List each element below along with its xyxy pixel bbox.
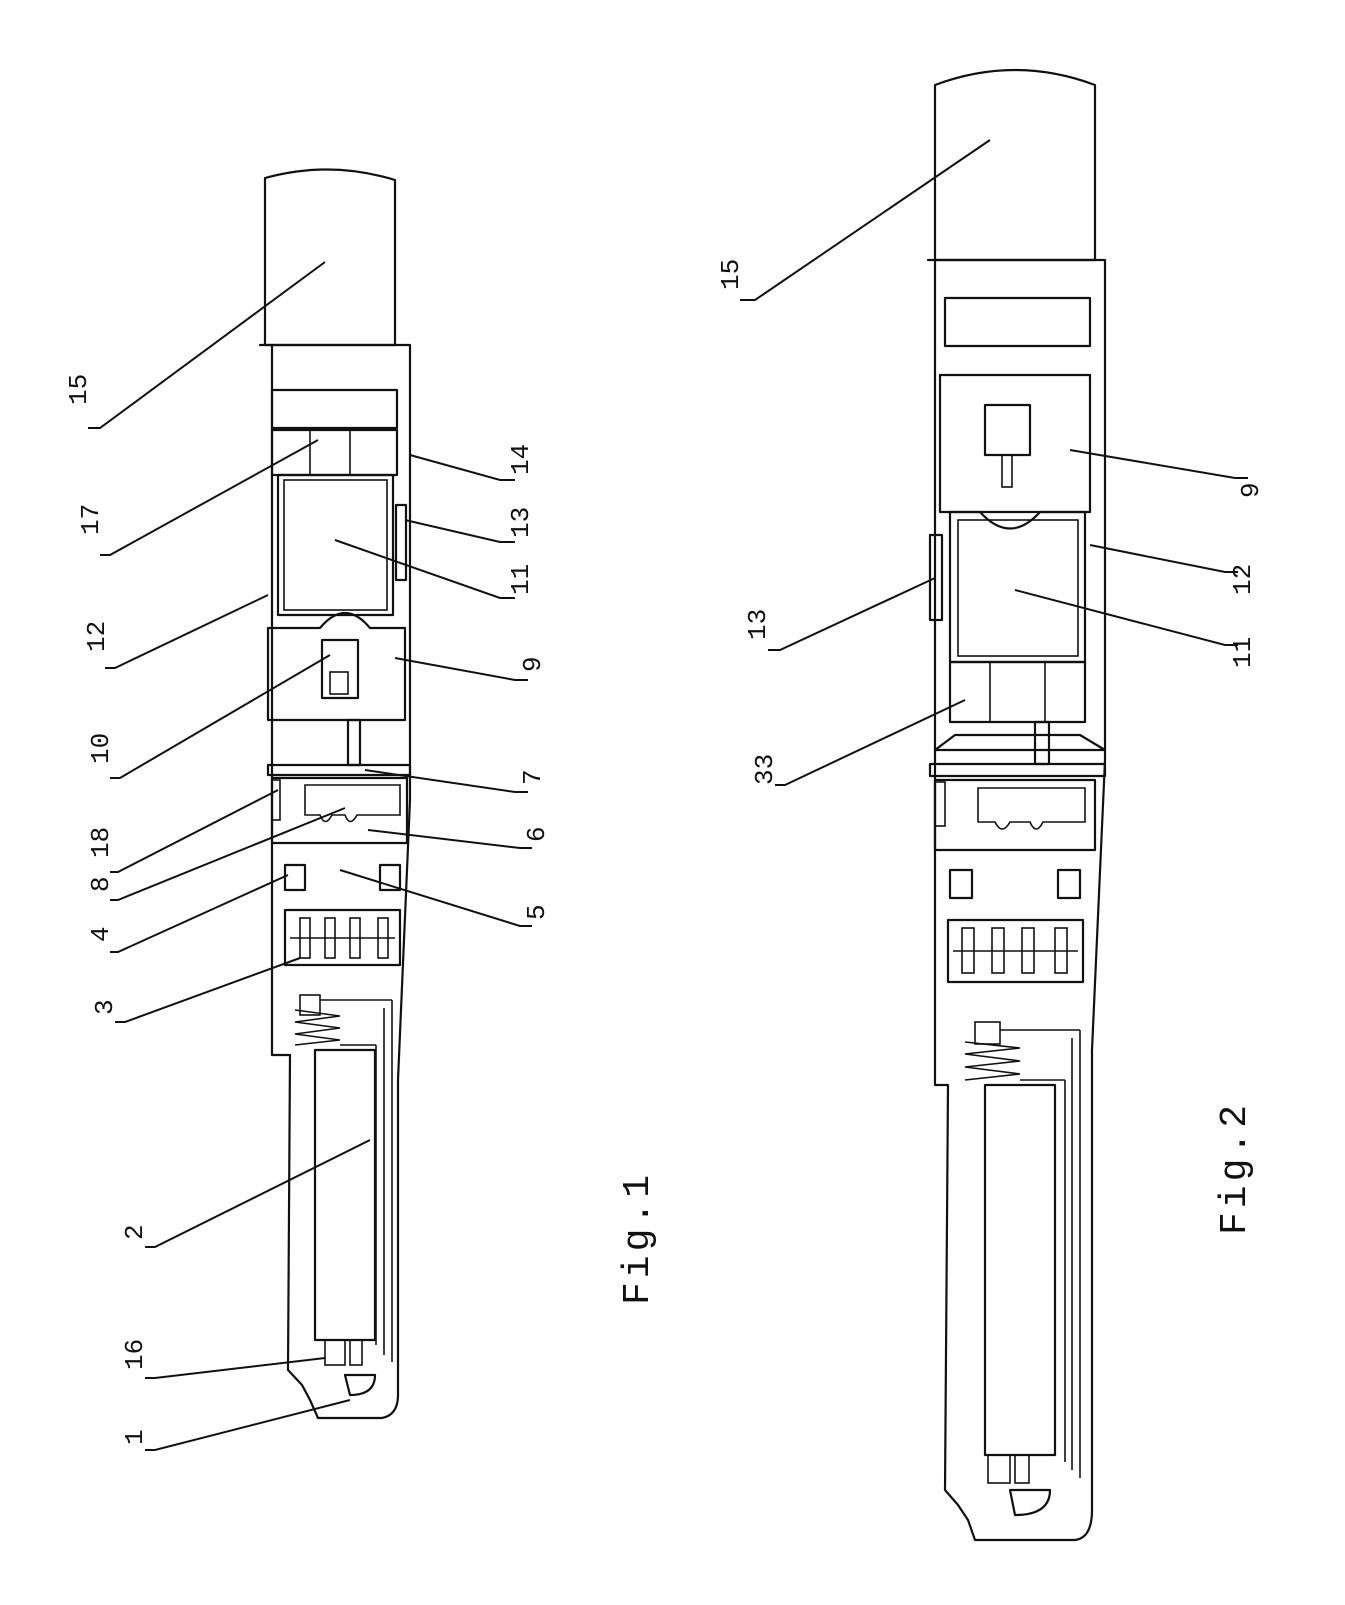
label-13: 13	[743, 609, 773, 640]
fig2-part-13	[928, 533, 944, 622]
figure-2-device	[926, 68, 1107, 1542]
fig2-caption: Fig.2	[1214, 1101, 1257, 1235]
label-14: 14	[506, 444, 536, 475]
fig1-handle	[263, 168, 397, 347]
label-4: 4	[86, 926, 116, 942]
label-12: 12	[82, 621, 112, 652]
fig1-part-7	[346, 718, 362, 767]
label-11: 11	[1228, 637, 1258, 668]
fig1-part-10	[320, 638, 360, 700]
figure-2-leaders	[740, 139, 1248, 786]
label-10: 10	[86, 733, 116, 764]
fig2-part-11	[948, 510, 1087, 664]
fig2-part-9-cap	[983, 403, 1032, 457]
fig1-part-11	[276, 473, 395, 617]
label-11: 11	[506, 564, 536, 595]
fig1-part-1	[343, 1373, 377, 1397]
fig2-gearbox	[948, 660, 1087, 724]
fig1-part-2	[313, 1048, 377, 1342]
label-6: 6	[522, 826, 552, 842]
fig2-plate	[928, 762, 1107, 778]
fig1-part-17	[270, 428, 399, 477]
label-7: 7	[518, 769, 548, 785]
label-1: 1	[120, 1429, 150, 1445]
fig2-square-right	[1056, 868, 1082, 900]
figure-1-labels: 15 17 14 13 11 12 9 10 7 6 18 8 5 4 3 2 …	[64, 374, 552, 1445]
fig2-square-left	[948, 868, 974, 900]
fig1-spring	[294, 1009, 341, 1046]
label-33: 33	[750, 754, 780, 785]
label-2: 2	[120, 1224, 150, 1240]
label-9: 9	[1236, 482, 1266, 498]
label-17: 17	[76, 504, 106, 535]
fig2-battery	[983, 1083, 1057, 1457]
label-15: 15	[716, 259, 746, 290]
fig1-caption: Fig.1	[617, 1171, 660, 1305]
label-18: 18	[86, 827, 116, 858]
label-9: 9	[518, 656, 548, 672]
fig1-plate	[266, 763, 412, 777]
fig2-part-9	[938, 373, 1092, 530]
fig1-part-4	[283, 863, 307, 892]
label-5: 5	[522, 904, 552, 920]
label-15: 15	[64, 374, 94, 405]
fig2-spring	[964, 1041, 1021, 1081]
fig1-part-9	[266, 612, 407, 722]
fig1-top-block	[270, 388, 399, 430]
figure-1-device	[258, 168, 412, 1420]
fig2-switch-block	[946, 918, 1085, 984]
figure-2-labels: 15 9 12 11 13 33	[716, 259, 1266, 785]
fig1-part-16	[324, 1339, 346, 1366]
fig2-handle	[933, 68, 1097, 262]
fig2-cap	[1008, 1488, 1052, 1517]
label-3: 3	[90, 999, 120, 1015]
label-12: 12	[1228, 564, 1258, 595]
fig1-part-18	[271, 779, 281, 821]
label-8: 8	[86, 876, 116, 892]
label-16: 16	[120, 1339, 150, 1370]
fig2-top-block	[943, 296, 1092, 348]
fig1-part-13	[394, 503, 408, 582]
figure-1-leaders	[88, 261, 532, 1451]
label-13: 13	[506, 507, 536, 538]
fig1-part-3	[283, 908, 402, 967]
fig2-compartment	[933, 778, 1097, 852]
fig2-body	[926, 258, 1107, 1542]
fig2-part-33	[933, 733, 1107, 752]
fig1-body	[258, 343, 412, 1420]
